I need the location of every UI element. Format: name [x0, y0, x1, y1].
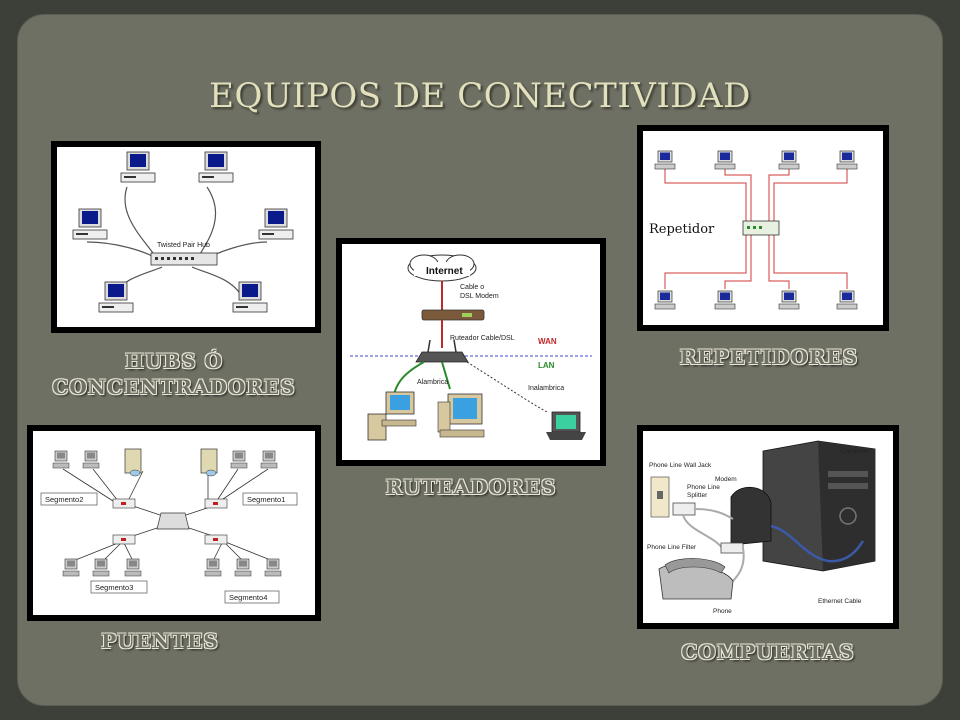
router-diagram: Internet Cable o DSL Modem Ruteador Cabl…	[336, 238, 606, 466]
repeater-label: Repetidor	[649, 222, 715, 237]
ethernet-label: Ethernet Cable	[818, 598, 862, 605]
lan-label: LAN	[538, 361, 555, 370]
computer-label: Computer	[841, 448, 870, 455]
wireless-label: Inalambrica	[528, 385, 564, 392]
wan-label: WAN	[538, 337, 557, 346]
repeater-diagram: Repetidor	[637, 125, 889, 331]
hubs-diagram: Twisted Pair Hub	[51, 141, 321, 333]
label-puentes: PUENTES	[101, 629, 219, 653]
label-hubs: HUBS Ó CONCENTRADORES	[40, 348, 308, 400]
wall-jack-label: Phone Line Wall Jack	[649, 462, 712, 469]
label-hubs-line1: HUBS Ó	[124, 349, 224, 373]
modem-label: Modem	[715, 476, 737, 483]
hub-label: Twisted Pair Hub	[157, 242, 210, 249]
modem-label-line2: DSL Modem	[460, 293, 499, 300]
slide-title: EQUIPOS DE CONECTIVIDAD	[209, 76, 751, 116]
label-ruteadores: RUTEADORES	[385, 475, 557, 499]
segment-label-1: Segmento1	[247, 495, 285, 504]
phone-label: Phone	[713, 608, 732, 615]
wired-label: Alambrica	[417, 379, 448, 386]
splitter-label-line2: Splitter	[687, 492, 708, 499]
filter-label: Phone Line Filter	[647, 544, 697, 551]
segment-label-2: Segmento2	[45, 495, 83, 504]
gateway-diagram: Computer Modem Phone Line Wall Jack Phon…	[637, 425, 899, 629]
bridge-diagram: Segmento2 Segmento1 Segmento3 Segmento4	[27, 425, 321, 621]
label-compuertas: COMPUERTAS	[681, 640, 855, 664]
segment-label-3: Segmento3	[95, 583, 133, 592]
internet-label: Internet	[426, 266, 463, 277]
label-hubs-line2: CONCENTRADORES	[52, 375, 296, 399]
label-repetidores: REPETIDORES	[679, 345, 859, 369]
splitter-label-line1: Phone Line	[687, 484, 720, 491]
router-label: Ruteador Cable/DSL	[450, 335, 515, 342]
segment-label-4: Segmento4	[229, 593, 267, 602]
modem-label-line1: Cable o	[460, 284, 484, 291]
